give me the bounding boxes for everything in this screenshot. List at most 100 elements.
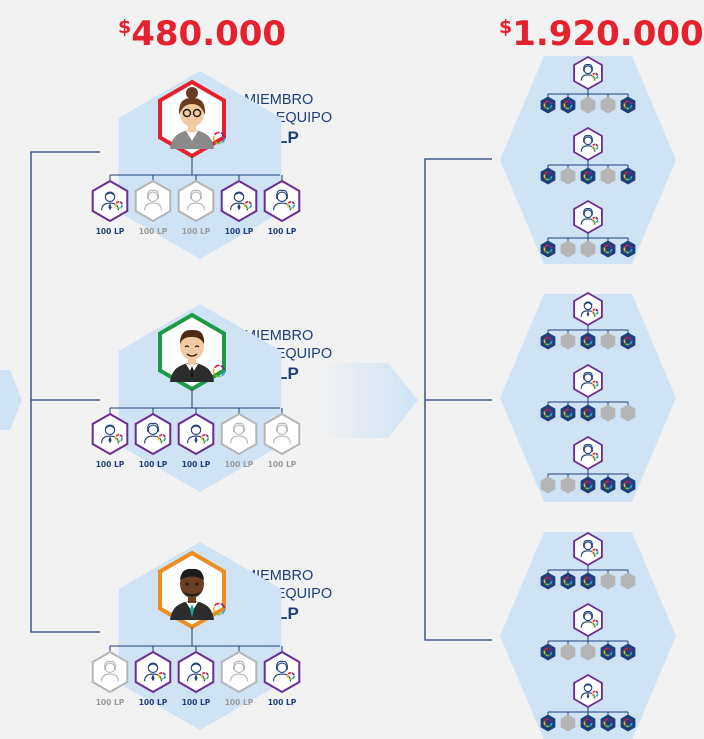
logo-swirl-segment <box>583 579 586 584</box>
leader-avatar-1 <box>158 79 226 159</box>
logo-swirl-segment <box>623 650 626 655</box>
logo-swirl-segment <box>549 175 553 180</box>
child-member-2-3: 100 LP <box>177 412 215 469</box>
team-member-inactive <box>560 476 576 494</box>
logo-swirl-segment <box>205 434 209 438</box>
logo-swirl-segment <box>545 725 550 728</box>
logo-swirl-segment <box>624 336 629 340</box>
logo-swirl-segment <box>159 439 164 442</box>
child-points: 100 LP <box>225 698 254 707</box>
person-hair <box>190 663 202 668</box>
person-tie <box>586 692 590 699</box>
team-member-active <box>620 714 636 732</box>
logo-swirl-segment <box>115 203 118 208</box>
logo-swirl-segment <box>544 718 549 722</box>
logo-swirl-segment <box>120 437 124 442</box>
logo-swirl-segment <box>624 244 629 248</box>
logo-swirl-segment <box>608 480 613 485</box>
person-body <box>273 673 291 682</box>
person-body <box>187 202 205 211</box>
logo-swirl-segment <box>213 364 220 369</box>
logo-swirl-segment <box>591 218 594 222</box>
leader-neck <box>188 124 196 132</box>
logo-swirl-segment <box>544 408 549 412</box>
child-points: 100 LP <box>268 698 297 707</box>
logo-swirl-segment <box>595 219 599 223</box>
person-body <box>273 202 291 211</box>
logo-swirl-segment <box>213 131 220 136</box>
logo-swirl-segment <box>595 383 599 387</box>
team-member-active <box>620 167 636 185</box>
logo-swirl-segment <box>543 339 546 344</box>
logo-swirl-segment <box>119 201 123 205</box>
logo-swirl-segment <box>625 725 630 728</box>
person-head <box>233 662 245 674</box>
left-edge-arrow <box>0 370 22 430</box>
child-member-2-2: 100 LP <box>134 412 172 469</box>
logo-swirl-segment <box>595 308 599 312</box>
child-member-2-1: 100 LP <box>91 412 129 469</box>
person-hair <box>147 189 159 199</box>
leader-avatar-2 <box>158 312 226 392</box>
person-hair <box>583 611 593 619</box>
team-member-inactive <box>540 476 556 494</box>
child-member-3-5: 100 LP <box>263 650 301 707</box>
leader-neck <box>188 357 196 365</box>
logo-swirl-segment <box>608 244 613 249</box>
logo-swirl-segment <box>588 480 593 485</box>
child-member-3-2: 100 LP <box>134 650 172 707</box>
child-points: 100 LP <box>139 698 168 707</box>
logo-swirl-segment <box>604 244 609 248</box>
team-leader-hex <box>573 55 603 91</box>
person-head <box>190 424 202 436</box>
logo-swirl-segment <box>595 622 599 626</box>
logo-swirl-segment <box>549 580 553 585</box>
logo-swirl-segment <box>589 175 593 180</box>
logo-swirl-segment <box>592 143 596 147</box>
logo-swirl-segment <box>584 171 589 175</box>
logo-swirl-segment <box>545 251 550 254</box>
left-amount-currency: $ <box>118 16 132 38</box>
team-member-active <box>540 404 556 422</box>
logo-swirl-segment <box>604 718 609 722</box>
leader-glasses-left <box>182 108 192 118</box>
logo-swirl-segment <box>545 415 550 418</box>
logo-swirl-segment <box>543 721 546 726</box>
team-member-active <box>600 476 616 494</box>
person-body <box>101 673 119 682</box>
logo-swirl-segment <box>589 412 593 417</box>
logo-swirl-segment <box>214 141 221 145</box>
logo-swirl-segment <box>544 244 549 248</box>
leader-glasses-right <box>192 108 202 118</box>
team-member-active <box>620 476 636 494</box>
person-hair <box>583 684 593 688</box>
logo-swirl-segment <box>625 487 630 490</box>
logo-swirl-segment <box>603 483 606 488</box>
person-tie <box>108 436 112 444</box>
logo-swirl-segment <box>212 606 216 613</box>
logo-swirl-segment <box>623 103 626 108</box>
leader-eyes <box>184 345 200 348</box>
person-head <box>190 662 202 674</box>
person-head <box>276 662 288 674</box>
logo-swirl-segment <box>595 619 599 623</box>
logo-swirl-segment <box>604 480 609 484</box>
logo-swirl-segment <box>605 654 610 657</box>
team-member-active <box>540 96 556 114</box>
logo-swirl-segment <box>545 654 550 657</box>
logo-swirl-segment <box>543 411 546 416</box>
logo-swirl-segment <box>629 722 633 727</box>
team-member-active <box>600 714 616 732</box>
leader-tie <box>190 366 194 380</box>
child-points: 100 LP <box>268 460 297 469</box>
logo-swirl-segment <box>623 339 626 344</box>
logo-swirl-segment <box>544 171 549 175</box>
logo-swirl-segment <box>625 107 630 110</box>
logo-swirl-segment <box>545 583 550 586</box>
leader-neck <box>188 595 196 603</box>
person-tie <box>586 310 590 317</box>
team-row-2-1 <box>540 291 636 350</box>
logo-swirl-segment <box>629 484 633 489</box>
logo-swirl-segment <box>583 721 586 726</box>
leader-smile <box>186 353 198 357</box>
